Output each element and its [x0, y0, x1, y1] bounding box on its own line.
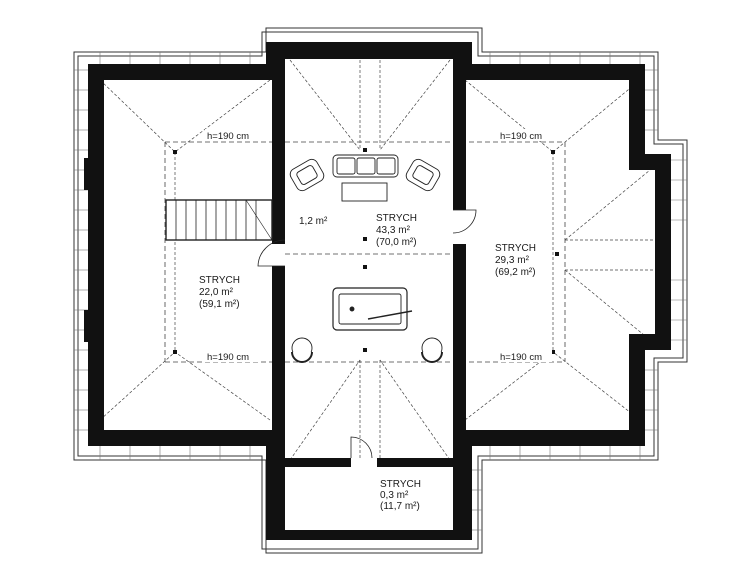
room-area: 22,0 m² — [199, 287, 234, 298]
roof-hatching — [74, 52, 687, 531]
markers — [173, 148, 559, 354]
room-name: STRYCH — [199, 275, 240, 286]
billiard-table — [332, 287, 413, 331]
room-area: 0,3 m² — [380, 490, 409, 501]
armchair-left — [289, 158, 325, 192]
room-name: STRYCH — [376, 213, 417, 224]
room-area: 43,3 m² — [376, 225, 411, 236]
chair-right — [421, 337, 443, 363]
height-label-bottom-right: h=190 cm — [500, 352, 542, 363]
room-name: STRYCH — [380, 479, 421, 490]
height-label-bottom-left: h=190 cm — [207, 352, 249, 363]
room-label-left: STRYCH 22,0 m² (59,1 m²) — [199, 275, 240, 310]
room-area-total: (70,0 m²) — [376, 237, 417, 248]
room-name: STRYCH — [495, 243, 536, 254]
furniture — [289, 154, 443, 363]
room-area: 29,3 m² — [495, 255, 530, 266]
coffee-table — [341, 182, 388, 202]
room-label-center: STRYCH 43,3 m² (70,0 m²) — [376, 213, 417, 248]
roof-hip-lines — [99, 59, 660, 461]
room-area-total: (69,2 m²) — [495, 267, 536, 278]
height-label-top-right: h=190 cm — [500, 131, 542, 142]
room-area-total: (11,7 m²) — [380, 501, 420, 512]
armchair-right — [405, 158, 441, 192]
room-label-right: STRYCH 29,3 m² (69,2 m²) — [495, 243, 536, 278]
walls — [84, 42, 671, 540]
staircase — [165, 199, 273, 241]
room-label-bottom: STRYCH 0,3 m² (11,7 m²) — [380, 479, 421, 512]
stair-area-label: 1,2 m² — [299, 216, 328, 227]
room-area-total: (59,1 m²) — [199, 299, 240, 310]
height-label-top-left: h=190 cm — [207, 131, 249, 142]
doors — [257, 209, 477, 459]
chair-left — [291, 337, 313, 363]
